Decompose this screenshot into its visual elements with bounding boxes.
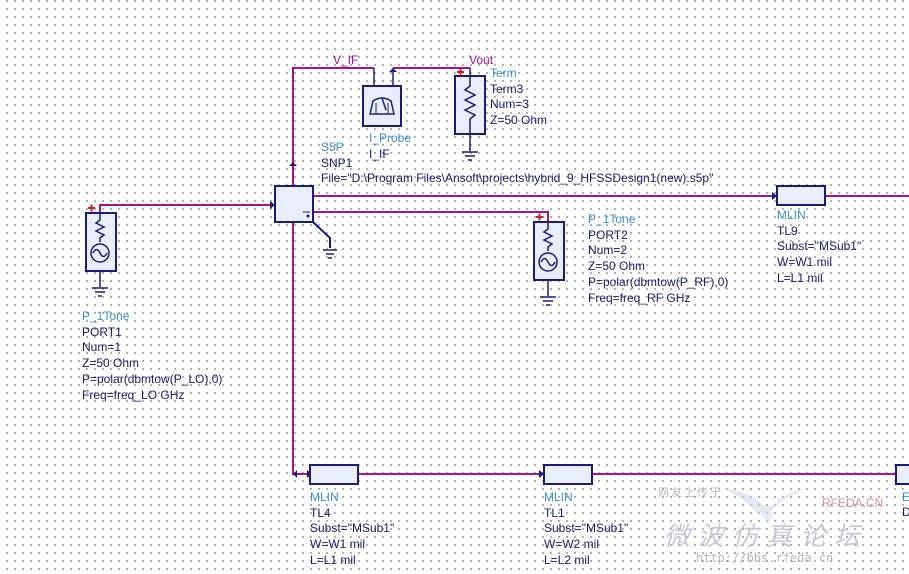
port1-p: P=polar(dbmtow(P_LO),0) [82,371,223,386]
tl9-name: TL9 [777,223,798,238]
pin-marker-icon [88,204,95,212]
term3-type: Term [490,66,517,80]
ground-icon [540,296,556,306]
edge-fragment-a: E [902,490,909,504]
sine-source-icon [538,252,558,272]
port1-source[interactable] [85,204,117,297]
pin-marker-icon [457,68,464,76]
tl9-subst: Subst="MSub1" [777,239,862,254]
tl1-subst: Subst="MSub1" [544,521,629,536]
edge-fragment-b: D [902,505,909,519]
port2-type: P_1Tone [588,212,636,226]
net-label-v-if: V_IF [333,53,359,67]
clipped-component-edge[interactable] [895,464,909,485]
watermark-chinese: 微波仿真论坛 [664,522,869,552]
tl4-labels: MLIN TL4 Subst="MSub1" W=W1 mil L=L1 mil [310,490,394,569]
ground-icon [462,151,478,161]
snp1-type: S5P [321,140,344,154]
tl4-subst: Subst="MSub1" [310,521,395,536]
tl9-w: W=W1 mil [777,255,832,270]
watermark-top-text: 网友上传于 [658,487,723,499]
tl4-type: MLIN [310,490,339,504]
net-label-vout: Vout [469,53,494,67]
tl4-l: L=L1 mil [310,552,356,567]
snp1-file: File="D:\Program Files\Ansoft\projects\h… [321,171,714,186]
port1-name: PORT1 [82,324,122,339]
snp1-labels: S5P SNP1 File="D:\Program Files\Ansoft\p… [321,140,713,187]
port1-type: P_1Tone [82,309,130,323]
tl1-l: L=L2 mil [544,552,590,567]
tl1-labels: MLIN TL1 Subst="MSub1" W=W2 mil L=L2 mil [544,490,628,569]
tl4-mlin[interactable] [309,464,359,485]
resistor-icon [94,213,106,242]
pin-markers [270,162,777,478]
term3-num: Num=3 [490,97,530,112]
tl1-mlin[interactable] [543,464,593,485]
current-probe-icon[interactable] [362,68,402,127]
port1-num: Num=1 [82,340,122,355]
probe-name: I_IF [369,146,390,161]
probe-labels: I_Probe I_IF [369,131,411,162]
sine-source-icon [90,243,110,263]
probe-type: I_Probe [369,131,412,145]
wire-snp1-port2[interactable] [313,211,549,222]
wire-snp1-tl4[interactable] [292,222,310,475]
port2-p: P=polar(dbmtow(P_RF),0) [588,274,729,289]
port2-source[interactable] [533,213,565,306]
port2-name: PORT2 [588,227,628,242]
port1-labels: P_1Tone PORT1 Num=1 Z=50 Ohm P=polar(dbm… [82,309,222,403]
tl1-w: W=W2 mil [544,537,599,552]
watermark-url: http://bbs.rfeda.cn [696,551,834,565]
tl1-name: TL1 [544,505,565,520]
port2-freq: Freq=freq_RF GHz [588,290,691,305]
term3-labels: Term Term3 Num=3 Z=50 Ohm [490,66,547,129]
term3-name: Term3 [490,81,524,96]
port1-freq: Freq=freq_LO GHz [82,387,185,402]
port2-z: Z=50 Ohm [588,259,646,274]
snp1-name: SNP1 [321,155,353,170]
snp1-block[interactable] [274,185,337,259]
tl9-type: MLIN [777,208,806,222]
resistor-icon [463,76,477,134]
ground-icon [323,249,337,259]
wire-v-if[interactable] [292,67,374,186]
resistor-icon [542,222,554,251]
tl4-name: TL4 [310,505,331,520]
tl9-l: L=L1 mil [777,270,823,285]
watermark-brand: RFEDA.CN [822,496,884,510]
ground-icon [92,287,108,297]
tl9-mlin[interactable] [776,185,826,206]
pin-marker-icon [536,213,543,221]
wires [99,67,909,475]
term3[interactable] [454,67,486,161]
bird-logo-icon [722,488,808,524]
term3-z: Z=50 Ohm [490,113,548,128]
tl9-labels: MLIN TL9 Subst="MSub1" W=W1 mil L=L1 mil [777,208,861,287]
port2-num: Num=2 [588,243,628,258]
port2-labels: P_1Tone PORT2 Num=2 Z=50 Ohm P=polar(dbm… [588,212,728,306]
tl4-w: W=W1 mil [310,537,365,552]
port1-z: Z=50 Ohm [82,356,140,371]
wire-port1[interactable] [99,204,275,212]
tl1-type: MLIN [544,490,573,504]
